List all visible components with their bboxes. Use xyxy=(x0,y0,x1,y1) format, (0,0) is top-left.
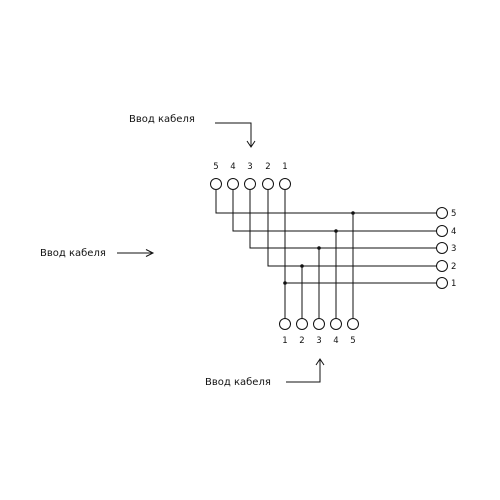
right-terminal-5 xyxy=(436,207,448,219)
top-terminal-5 xyxy=(210,178,222,190)
bottom-terminal-2 xyxy=(296,318,308,330)
arrow-top xyxy=(215,122,256,148)
right-terminal-label: 2 xyxy=(451,262,456,272)
junction-dot-2 xyxy=(300,264,304,268)
right-terminal-label: 1 xyxy=(451,279,456,289)
junction-dot-5 xyxy=(351,211,355,215)
right-terminal-1 xyxy=(436,277,448,289)
wire-1 xyxy=(283,190,437,318)
top-terminal-label: 3 xyxy=(247,162,252,172)
arrow-bottom xyxy=(286,358,325,383)
bottom-terminal-3 xyxy=(313,318,325,330)
bottom-terminal-group: 1 2 3 4 5 xyxy=(279,318,359,346)
bottom-terminal-label: 3 xyxy=(316,336,321,346)
bottom-terminal-label: 5 xyxy=(350,336,355,346)
right-terminal-2 xyxy=(436,260,448,272)
junction-dot-3 xyxy=(317,246,321,250)
right-terminal-3 xyxy=(436,242,448,254)
cable-entry-label-left: Ввод кабеля xyxy=(40,248,106,259)
top-terminal-group: 5 4 3 2 1 xyxy=(210,162,291,190)
top-terminal-label: 2 xyxy=(265,162,270,172)
junction-dot-1 xyxy=(283,281,287,285)
top-terminal-label: 1 xyxy=(282,162,287,172)
right-terminal-label: 3 xyxy=(451,244,456,254)
bottom-terminal-5 xyxy=(347,318,359,330)
top-terminal-label: 5 xyxy=(213,162,218,172)
wire-2 xyxy=(267,190,437,318)
cable-entry-label-bottom: Ввод кабеля xyxy=(205,377,271,388)
right-terminal-4 xyxy=(436,225,448,237)
top-terminal-1 xyxy=(279,178,291,190)
junction-dot-4 xyxy=(334,229,338,233)
wire-4 xyxy=(232,190,437,318)
bottom-terminal-label: 2 xyxy=(299,336,304,346)
arrow-left xyxy=(117,249,155,257)
top-terminal-4 xyxy=(227,178,239,190)
bottom-terminal-4 xyxy=(330,318,342,330)
top-terminal-2 xyxy=(262,178,274,190)
top-terminal-3 xyxy=(244,178,256,190)
right-terminal-label: 4 xyxy=(451,227,456,237)
bottom-terminal-1 xyxy=(279,318,291,330)
bottom-terminal-label: 1 xyxy=(282,336,287,346)
right-terminal-label: 5 xyxy=(451,209,456,219)
cable-entry-label-top: Ввод кабеля xyxy=(129,114,195,125)
bottom-terminal-label: 4 xyxy=(333,336,338,346)
wire-3 xyxy=(249,190,437,318)
wire-5 xyxy=(215,190,437,318)
top-terminal-label: 4 xyxy=(230,162,235,172)
right-terminal-group: 5 4 3 2 1 xyxy=(436,207,456,289)
